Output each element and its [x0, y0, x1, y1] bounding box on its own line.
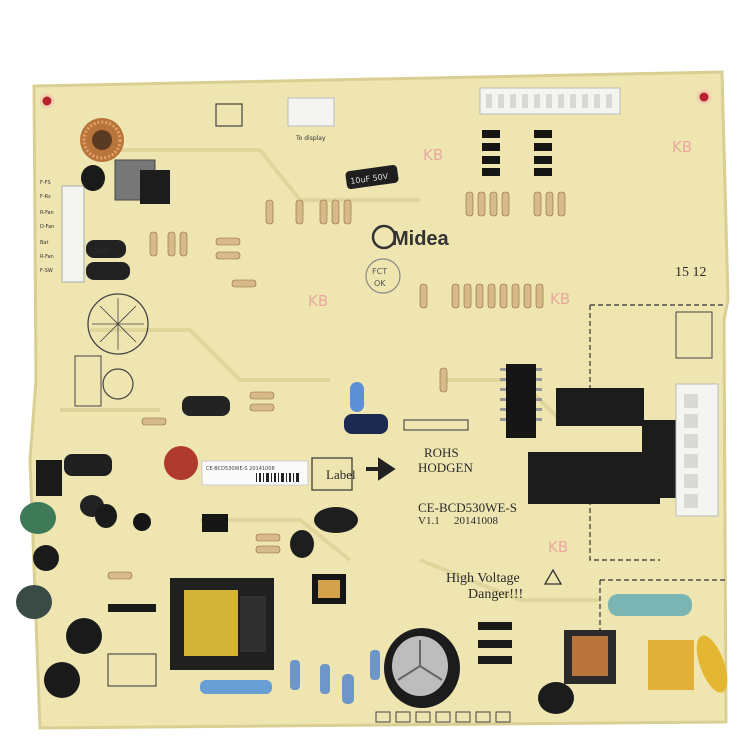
transistor — [133, 513, 151, 531]
version-label: V1.1 — [418, 515, 440, 527]
svg-text:F-SW: F-SW — [40, 268, 53, 274]
rohs-label: ROHS — [424, 445, 459, 460]
mount-hole — [39, 93, 55, 109]
transistor-large — [66, 618, 102, 654]
kb-mark: KB — [672, 138, 692, 156]
component-footprint — [74, 355, 102, 407]
kb-mark: KB — [550, 290, 570, 308]
electrolytic-capacitor — [182, 396, 230, 416]
electrolytic-capacitor — [86, 262, 130, 280]
model-label: CE-BCD530WE-S — [418, 500, 517, 515]
toroid-footprint — [87, 293, 149, 355]
electrolytic-capacitor — [290, 530, 314, 558]
connector-to-display — [287, 97, 335, 127]
connector-small — [215, 103, 243, 127]
electrolytic-capacitor — [81, 165, 105, 191]
diode-array — [482, 130, 552, 176]
electrolytic-capacitor — [64, 454, 112, 476]
brand-logo: Midea — [392, 228, 450, 250]
arrow-icon — [366, 457, 396, 481]
bridge-footprint — [107, 653, 157, 687]
barcode-sticker — [201, 460, 309, 486]
electrolytic-capacitor — [95, 504, 117, 528]
transistor-large — [44, 662, 80, 698]
to-display-label: To display — [295, 135, 326, 142]
connector-footprint-right — [675, 311, 713, 359]
svg-text:Bat: Bat — [40, 240, 48, 246]
varistor-yellow — [696, 635, 728, 693]
copper-traces — [60, 148, 600, 602]
diode — [108, 604, 156, 612]
kb-mark: KB — [548, 538, 568, 556]
electrolytic-capacitor — [33, 545, 59, 571]
relay-large — [528, 452, 660, 504]
resistor-row — [107, 191, 566, 580]
transistor — [202, 514, 228, 532]
x-capacitor — [648, 640, 694, 690]
diode — [478, 656, 512, 664]
warning-line1: High Voltage — [446, 571, 520, 586]
sticker-text: CE-BCD530WE-S 20141008 — [206, 466, 275, 472]
mount-hole — [696, 89, 712, 105]
svg-text:R-Fan: R-Fan — [40, 254, 54, 260]
svg-text:R-Fan: R-Fan — [40, 210, 54, 216]
midea-logo-icon — [371, 224, 397, 250]
connector-left — [61, 185, 85, 283]
blue-capacitor — [200, 680, 272, 694]
electrolytic-capacitor — [86, 240, 126, 258]
svg-text:OK: OK — [374, 279, 386, 288]
connector-pins — [486, 94, 612, 108]
fuse — [608, 594, 692, 616]
svg-text:10uF: 10uF — [94, 248, 109, 255]
hv-boundary — [589, 304, 725, 561]
varistor — [538, 682, 574, 714]
svg-text:D-Fan: D-Fan — [40, 224, 54, 230]
svg-text:F-FS: F-FS — [40, 180, 51, 186]
blue-resistors — [290, 650, 380, 704]
electrolytic-capacitor-green — [20, 502, 56, 534]
ic-chip — [506, 364, 536, 438]
relay-small — [556, 388, 644, 426]
bottom-test-pads — [375, 711, 511, 723]
label-text: Label — [326, 467, 356, 482]
maker-label: HODGEN — [418, 460, 473, 475]
barcode — [256, 473, 299, 482]
crystal-oscillator — [350, 382, 364, 412]
kb-mark: KB — [423, 146, 443, 164]
date-label: 20141008 — [454, 515, 499, 527]
fct-stamp — [365, 258, 401, 294]
diode — [478, 640, 512, 648]
pcb-board — [28, 70, 730, 730]
svg-text:F-Rs: F-Rs — [40, 194, 51, 200]
capacitor-top — [345, 164, 399, 190]
diode — [478, 622, 512, 630]
transformer-coil — [184, 590, 238, 656]
mount-hole — [164, 446, 198, 480]
electrolytic-capacitor-green — [16, 585, 52, 619]
buzzer-footprint — [102, 368, 134, 400]
week-marking: 15 12 — [675, 265, 707, 280]
label-box — [311, 457, 353, 491]
svg-text:FCT: FCT — [372, 267, 387, 276]
electrolytic-capacitor — [314, 507, 358, 533]
electrolytic-capacitor — [344, 414, 388, 434]
regulator-lower — [36, 460, 62, 496]
kb-mark: KB — [308, 292, 328, 310]
warning-line2: Danger!!! — [468, 587, 523, 602]
warning-triangle-icon — [543, 568, 563, 585]
pin-header — [403, 419, 469, 431]
